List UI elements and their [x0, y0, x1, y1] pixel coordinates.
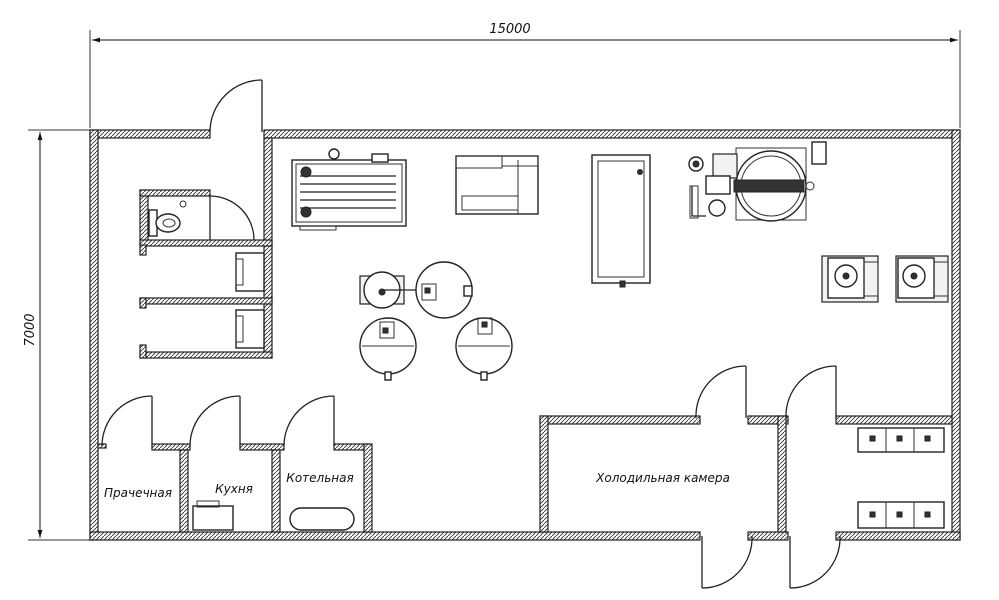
room-label-cold-room: Холодильная камера	[595, 471, 730, 485]
stove-icon	[192, 500, 234, 531]
outer-walls	[89, 129, 961, 541]
pasteurizer-unit	[291, 148, 407, 231]
lower-left-rooms	[97, 395, 373, 533]
room-label-laundry: Прачечная	[104, 486, 172, 500]
shelving-unit	[857, 501, 945, 529]
shower-icon	[235, 309, 265, 349]
cooling-tank	[688, 141, 827, 222]
vat-icon	[359, 317, 417, 381]
dimension-width-label: 15000	[489, 22, 530, 37]
shelving-unit	[857, 427, 945, 453]
toilet-icon	[148, 200, 187, 237]
shower-icon	[235, 252, 265, 292]
vat-icon	[415, 261, 473, 319]
room-label-kitchen: Кухня	[215, 482, 253, 496]
vat-icon	[455, 317, 513, 381]
separator-unit	[821, 255, 879, 303]
sanitary-block	[139, 137, 273, 359]
wash-unit	[455, 155, 539, 215]
boiler-icon	[289, 507, 355, 531]
separator-unit	[895, 255, 949, 303]
production-table	[591, 154, 651, 288]
vat-icon	[359, 271, 420, 309]
dimension-height: 7000	[23, 129, 90, 541]
room-label-boiler-room: Котельная	[286, 471, 353, 485]
cold-room-walls	[539, 365, 953, 589]
dimension-width: 15000	[89, 22, 961, 128]
dimension-height-label: 7000	[23, 313, 38, 346]
entrance-door	[209, 79, 263, 133]
